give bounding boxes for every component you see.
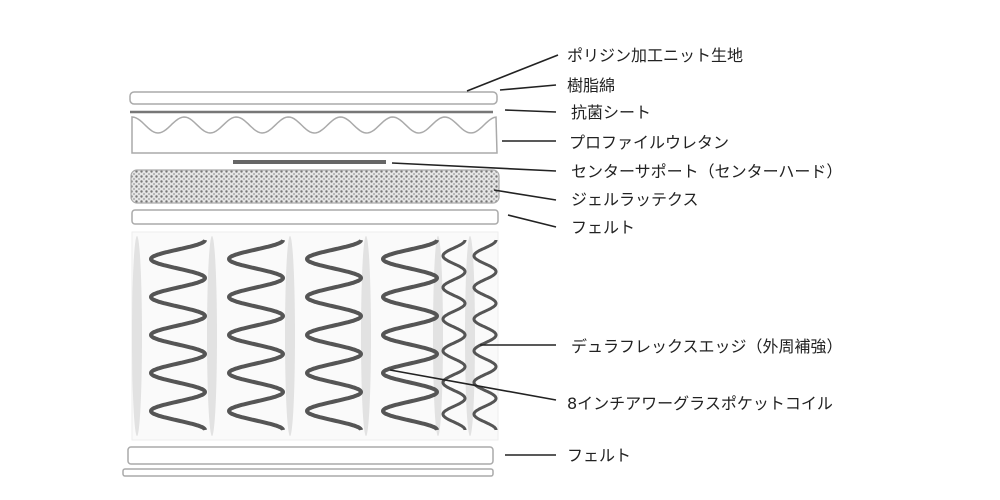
pocket-separator [207,236,217,436]
label-duraflex-edge: デュラフレックスエッジ（外周補強） [571,337,843,356]
profile-urethane-layer [131,116,498,154]
knit-fabric-layer [129,91,498,105]
label-profile-urethane: プロファイルウレタン [569,133,729,152]
gel-latex-layer [130,169,500,204]
leader-lines [389,54,559,456]
pocket-separator [433,236,443,436]
felt-top-layer [131,209,499,225]
label-knit-fabric: ポリジン加工ニット生地 [567,46,743,65]
coil-spring [380,239,440,431]
label-center-support: センターサポート（センターハード） [571,162,842,181]
pocket-separator [361,236,371,436]
label-felt-top: フェルト [571,218,635,237]
label-felt-bottom: フェルト [567,446,631,465]
coil-spring [148,239,208,431]
pocket-separator [285,236,295,436]
pocket-separator [132,236,142,436]
label-resin-cotton: 樹脂綿 [567,76,615,95]
label-pocket-coil: 8インチアワーグラスポケットコイル [567,394,833,413]
coil-spring [472,239,498,431]
base-layer [122,468,494,477]
coil-spring [441,239,467,431]
label-antibacterial-sheet: 抗菌シート [571,103,651,122]
pocket-coil-block [131,231,499,441]
center-support-bar [233,160,386,164]
pocket-separator [465,236,475,436]
label-gel-latex: ジェルラッテクス [571,190,699,209]
coil-spring [304,239,364,431]
felt-bottom-layer [127,446,494,465]
coil-spring [226,239,286,431]
